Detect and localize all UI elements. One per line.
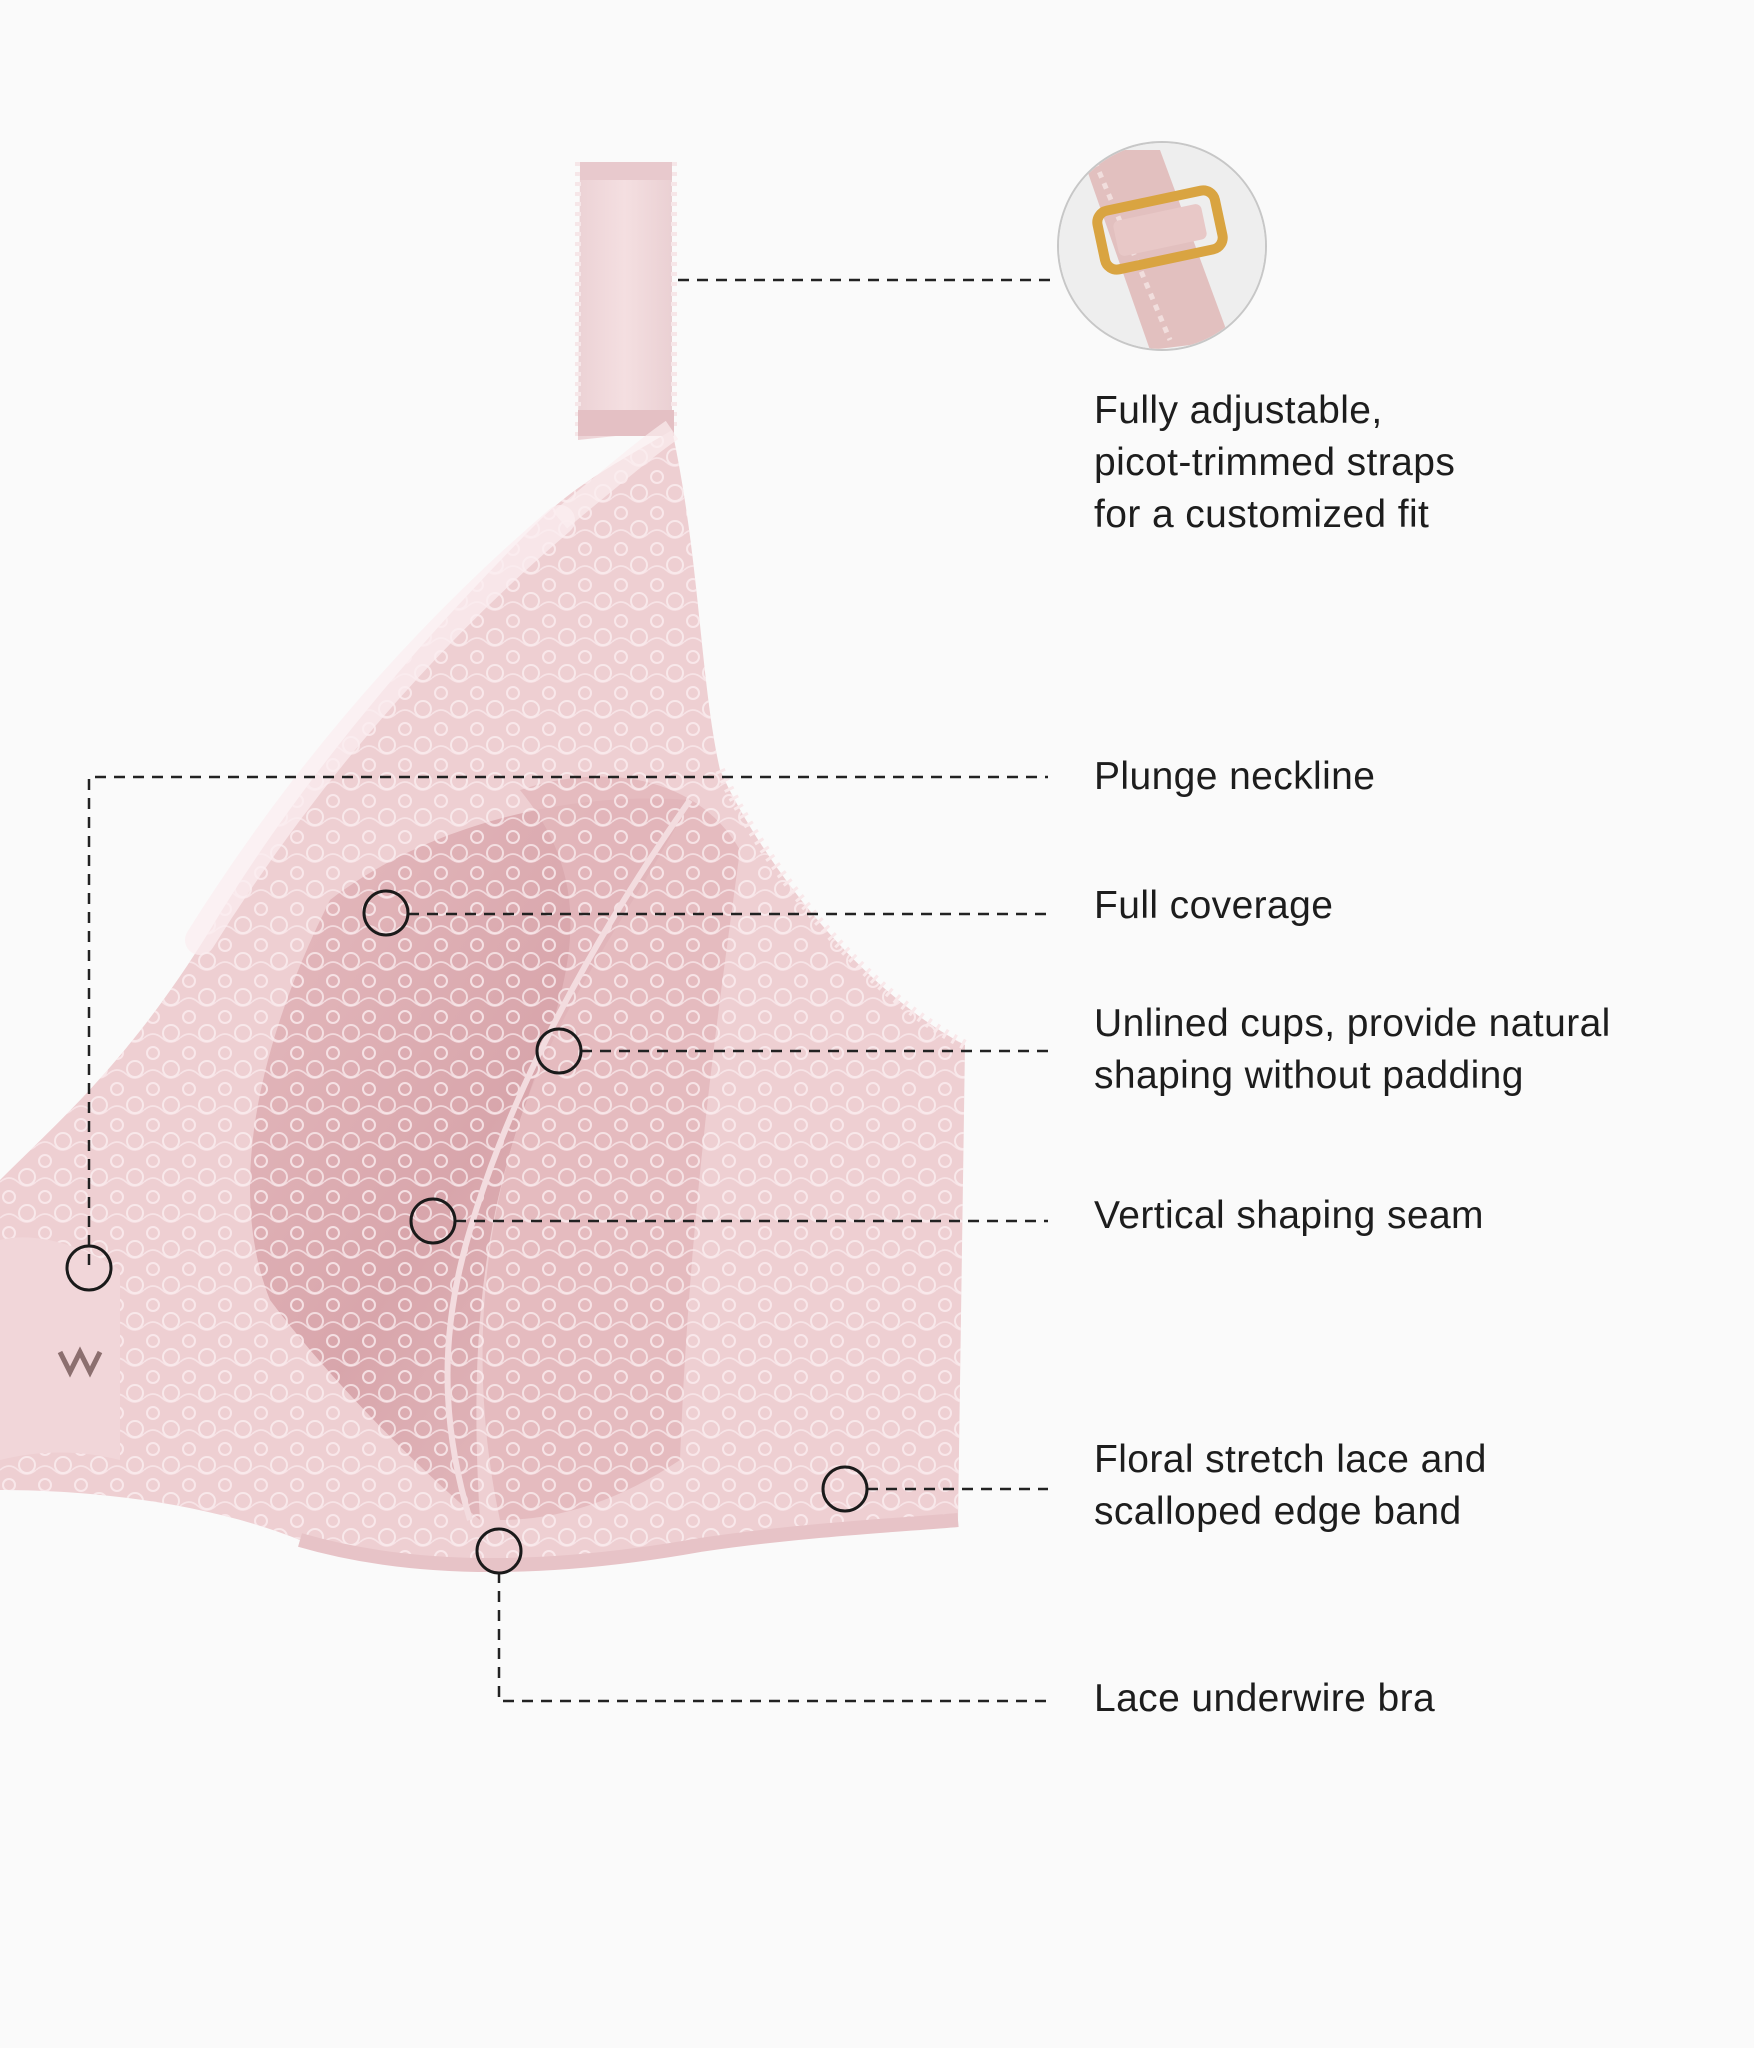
shoulder-strap <box>575 162 677 440</box>
callout-line-plunge-neckline <box>87 775 1048 1265</box>
feature-label-full-coverage: Full coverage <box>1094 884 1334 927</box>
feature-label-vertical-seam: Vertical shaping seam <box>1094 1194 1484 1237</box>
callout-marker-unlined-cups <box>535 1027 583 1075</box>
bra-cup <box>0 420 968 1572</box>
strap-adjuster-detail-icon <box>1057 141 1267 351</box>
callout-marker-underwire <box>475 1527 523 1575</box>
callout-line-underwire <box>497 1572 1048 1703</box>
callout-marker-plunge-neckline <box>65 1244 113 1292</box>
callout-lines <box>87 278 1058 1703</box>
feature-label-unlined-cups: Unlined cups, provide natural shaping wi… <box>1094 1002 1611 1097</box>
feature-label-floral-lace: Floral stretch lace and scalloped edge b… <box>1094 1438 1487 1533</box>
callout-marker-floral-lace <box>821 1465 869 1513</box>
feature-label-plunge-neckline: Plunge neckline <box>1094 755 1376 798</box>
callout-markers <box>65 889 869 1575</box>
feature-label-underwire: Lace underwire bra <box>1094 1677 1436 1720</box>
callout-marker-vertical-seam <box>409 1197 457 1245</box>
callout-marker-full-coverage <box>362 889 410 937</box>
brand-logo-icon <box>57 1346 103 1378</box>
feature-label-straps: Fully adjustable, picot-trimmed straps f… <box>1094 389 1456 536</box>
